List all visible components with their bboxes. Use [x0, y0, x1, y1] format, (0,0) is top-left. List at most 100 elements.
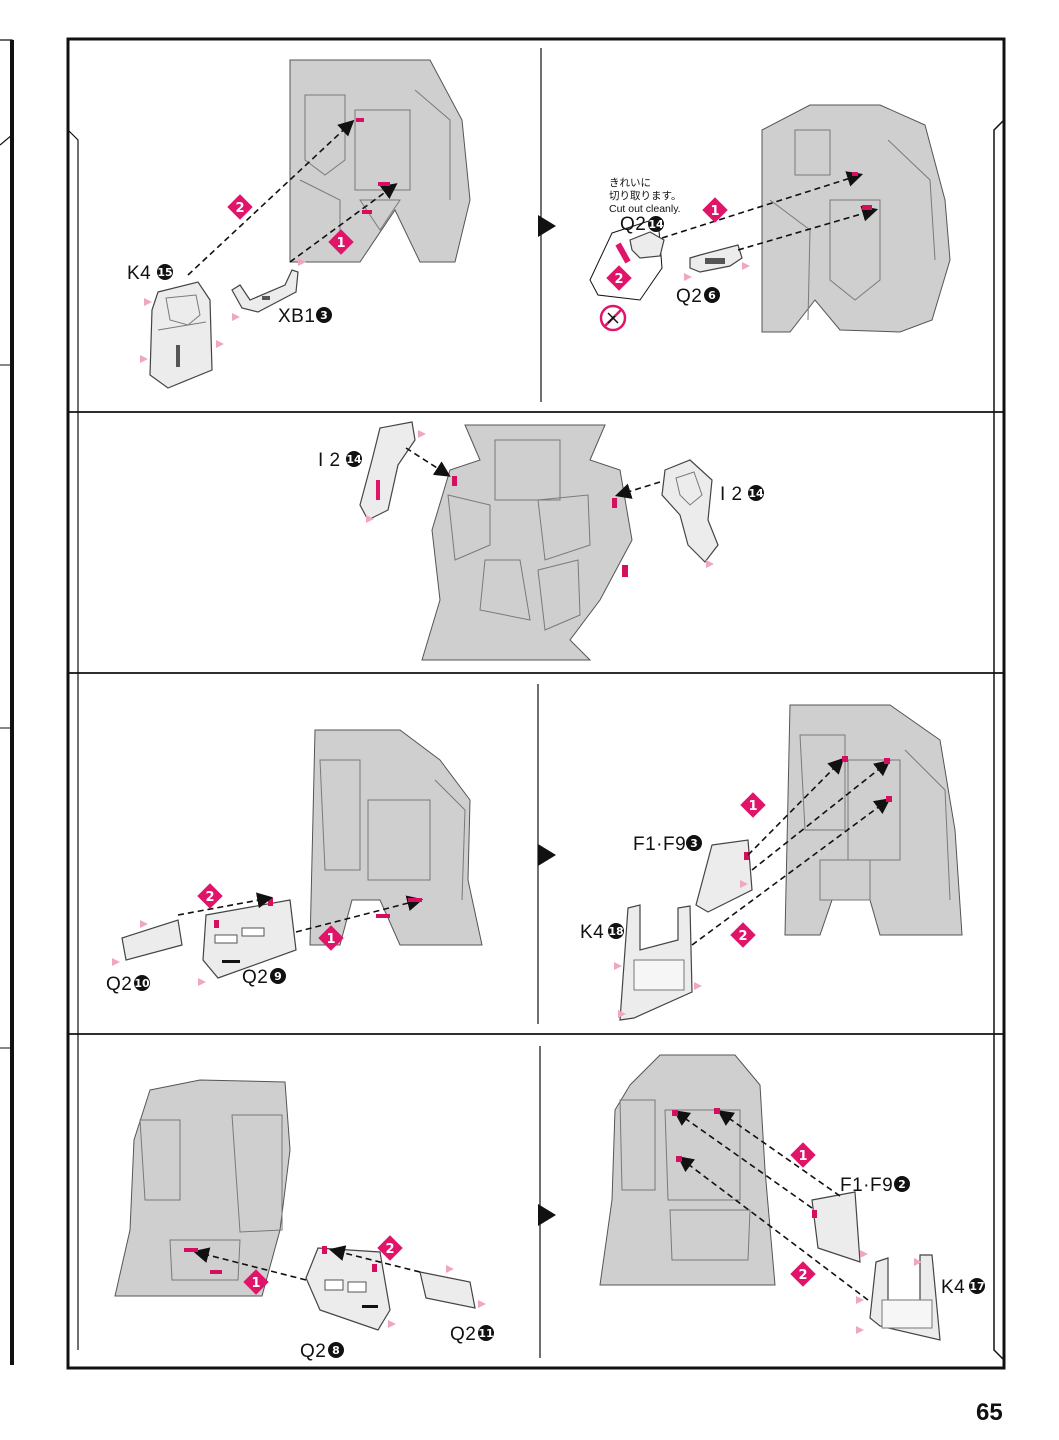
- svg-text:2: 2: [385, 1242, 394, 1257]
- page-frame: [66, 37, 1006, 1370]
- svg-text:1: 1: [710, 204, 719, 219]
- step-badge: 2: [197, 883, 223, 909]
- assembly-arrow: [751, 760, 891, 871]
- part-label: K4: [580, 922, 604, 943]
- part-number: 14: [346, 453, 362, 466]
- step-badge: 1: [702, 197, 728, 223]
- step-badge: 1: [790, 1142, 816, 1168]
- assembly-arrow: [187, 119, 355, 276]
- part-label: Q2: [620, 214, 646, 235]
- part-f1-f9-2: [811, 1191, 868, 1263]
- part-number: 2: [898, 1178, 906, 1191]
- part-label: Q2: [242, 967, 268, 988]
- assembly-arrow: [328, 1245, 421, 1273]
- robot-leg-illustration: [599, 1054, 776, 1286]
- part-number: 3: [320, 309, 328, 322]
- panel-5: 1 2 F1·F9 3 K4 18: [580, 704, 963, 1021]
- step-badge: 2: [730, 922, 756, 948]
- svg-text:2: 2: [798, 1268, 807, 1283]
- cut-note-jp: きれいに: [609, 177, 651, 189]
- assembly-arrow: [405, 447, 451, 477]
- robot-waist-illustration: [421, 424, 633, 661]
- part-k4-15: [140, 281, 224, 389]
- part-label: I 2: [720, 484, 743, 505]
- part-number: 17: [969, 1280, 984, 1293]
- part-q2-11: [419, 1265, 486, 1309]
- next-step-arrow: [538, 1204, 556, 1226]
- panel-3: I 2 14 I 2 14: [318, 421, 764, 661]
- part-number: 15: [157, 266, 172, 279]
- part-number: 6: [708, 289, 716, 302]
- next-step-arrow: [538, 844, 556, 866]
- cut-note-jp: 切り取ります。: [609, 190, 681, 202]
- left-binding-edge: [0, 39, 14, 1365]
- svg-text:2: 2: [205, 890, 214, 905]
- assembly-arrow: [192, 1247, 307, 1281]
- svg-text:1: 1: [798, 1149, 807, 1164]
- part-q2-6: [684, 244, 750, 281]
- assembly-arrow: [717, 1110, 841, 1197]
- assembly-arrow: [747, 757, 845, 856]
- part-number: 10: [134, 977, 150, 990]
- part-label: I 2: [318, 450, 341, 471]
- step-badge: 2: [790, 1261, 816, 1287]
- part-i2-14-right: [661, 459, 719, 568]
- part-number: 8: [332, 1344, 340, 1357]
- part-label: Q2: [106, 974, 132, 995]
- part-number: 3: [690, 837, 698, 850]
- panel-2: 1 2 きれいに 切り取ります。 Cut out cleanly. Q2 14 …: [589, 104, 951, 333]
- assembly-arrow: [289, 183, 398, 263]
- part-q2-8: [305, 1246, 396, 1331]
- robot-leg-illustration: [114, 1079, 291, 1297]
- svg-text:2: 2: [235, 201, 244, 216]
- svg-text:1: 1: [326, 932, 335, 947]
- svg-text:1: 1: [336, 236, 345, 251]
- assembly-arrow: [614, 481, 661, 499]
- next-step-arrow: [538, 215, 556, 237]
- part-number: 14: [648, 218, 664, 231]
- panel-1: 2 1 K4 15 XB1 3: [127, 59, 471, 389]
- part-label: Q2: [300, 1341, 326, 1362]
- assembly-arrow: [177, 892, 274, 916]
- svg-text:2: 2: [614, 272, 623, 287]
- part-label: F1·F9: [633, 834, 686, 855]
- panel-4: 2 1 Q2 10 Q2 9: [106, 729, 483, 995]
- part-number: 14: [748, 487, 764, 500]
- part-f1-f9-3: [695, 839, 753, 913]
- part-q2-10: [112, 919, 183, 966]
- panel-7: 1 2 F1·F9 2 K4 17: [599, 1054, 985, 1341]
- cut-note-en: Cut out cleanly.: [609, 203, 681, 215]
- assembly-arrow: [737, 205, 879, 251]
- part-k4-18: [614, 904, 702, 1021]
- page-number: 65: [976, 1399, 1003, 1426]
- part-xb1-3: [231, 258, 306, 321]
- assembly-arrow: [673, 1110, 813, 1209]
- assembly-arrow: [661, 171, 864, 239]
- part-k4-17: [856, 1254, 941, 1341]
- part-label: XB1: [278, 306, 315, 327]
- step-badge: 2: [606, 265, 632, 291]
- part-number: 18: [608, 925, 623, 938]
- part-number: 11: [478, 1327, 493, 1340]
- panel-6: 2 1 Q2 8 Q2 11: [114, 1079, 494, 1362]
- robot-waist-illustration: [761, 104, 951, 333]
- robot-leg-illustration: [309, 729, 483, 946]
- part-i2-14-left: [359, 421, 426, 523]
- part-label: Q2: [676, 286, 702, 307]
- step-badge: 2: [227, 194, 253, 220]
- part-label: K4: [941, 1277, 965, 1298]
- part-label: Q2: [450, 1324, 476, 1345]
- no-cutting-icon: [599, 304, 627, 332]
- part-label: F1·F9: [840, 1175, 893, 1196]
- svg-text:2: 2: [738, 929, 747, 944]
- step-badge: 1: [318, 925, 344, 951]
- step-badge: 1: [328, 229, 354, 255]
- robot-waist-illustration: [289, 59, 471, 263]
- robot-leg-illustration: [784, 704, 963, 936]
- part-label: K4: [127, 263, 151, 284]
- svg-text:1: 1: [748, 799, 757, 814]
- assembly-arrow: [691, 798, 891, 946]
- svg-text:1: 1: [251, 1276, 260, 1291]
- assembly-arrow: [295, 895, 424, 933]
